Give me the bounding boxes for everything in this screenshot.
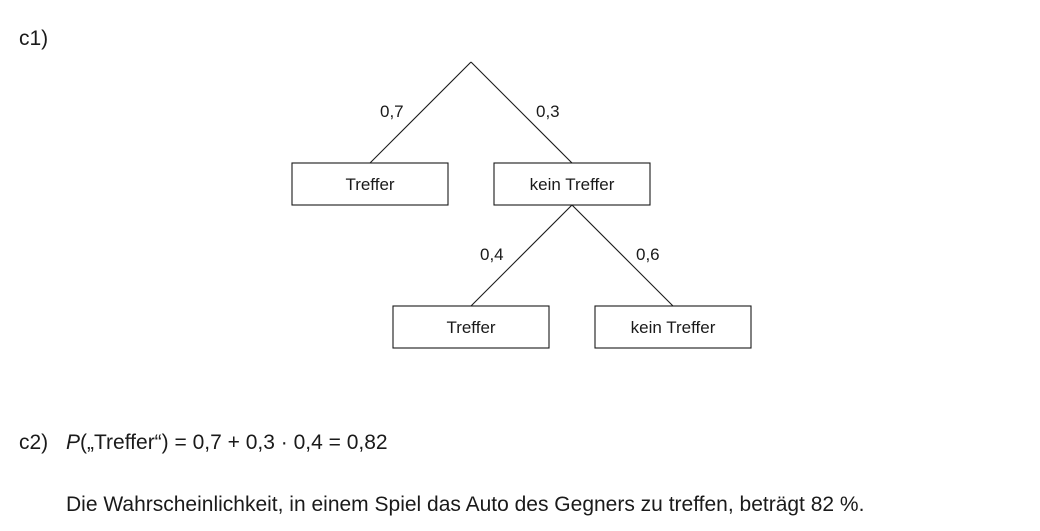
part-c2-label: c2) — [19, 431, 49, 454]
branch-root-right — [470, 61, 573, 164]
node-level2-treffer: Treffer — [392, 305, 550, 349]
answer-sentence: Die Wahrscheinlichkeit, in einem Spiel d… — [66, 493, 865, 516]
part-c1-label: c1) — [19, 27, 49, 50]
node-label: kein Treffer — [631, 318, 716, 337]
branch-sub-right — [571, 204, 674, 307]
probability-tree-diagram: 0,7 0,3 0,4 0,6 Treffer kein Treffer Tre… — [291, 61, 752, 349]
branch-label-sub-right: 0,6 — [636, 245, 660, 264]
branch-label-root-left: 0,7 — [380, 102, 404, 121]
node-level2-kein-treffer: kein Treffer — [594, 305, 752, 349]
node-level1-kein-treffer: kein Treffer — [493, 162, 651, 206]
probability-formula: P(„Treffer“) = 0,7 + 0,3 · 0,4 = 0,82 — [66, 431, 388, 455]
probability-symbol: P — [66, 431, 81, 454]
node-label: Treffer — [345, 175, 394, 194]
node-level1-treffer: Treffer — [291, 162, 449, 206]
node-label: kein Treffer — [530, 175, 615, 194]
branch-root-left — [369, 61, 472, 164]
node-label: Treffer — [446, 318, 495, 337]
branch-label-root-right: 0,3 — [536, 102, 560, 121]
formula-expression: („Treffer“) = 0,7 + 0,3 · 0,4 = 0,82 — [80, 431, 388, 454]
branch-sub-left — [470, 204, 573, 307]
branch-label-sub-left: 0,4 — [480, 245, 504, 264]
